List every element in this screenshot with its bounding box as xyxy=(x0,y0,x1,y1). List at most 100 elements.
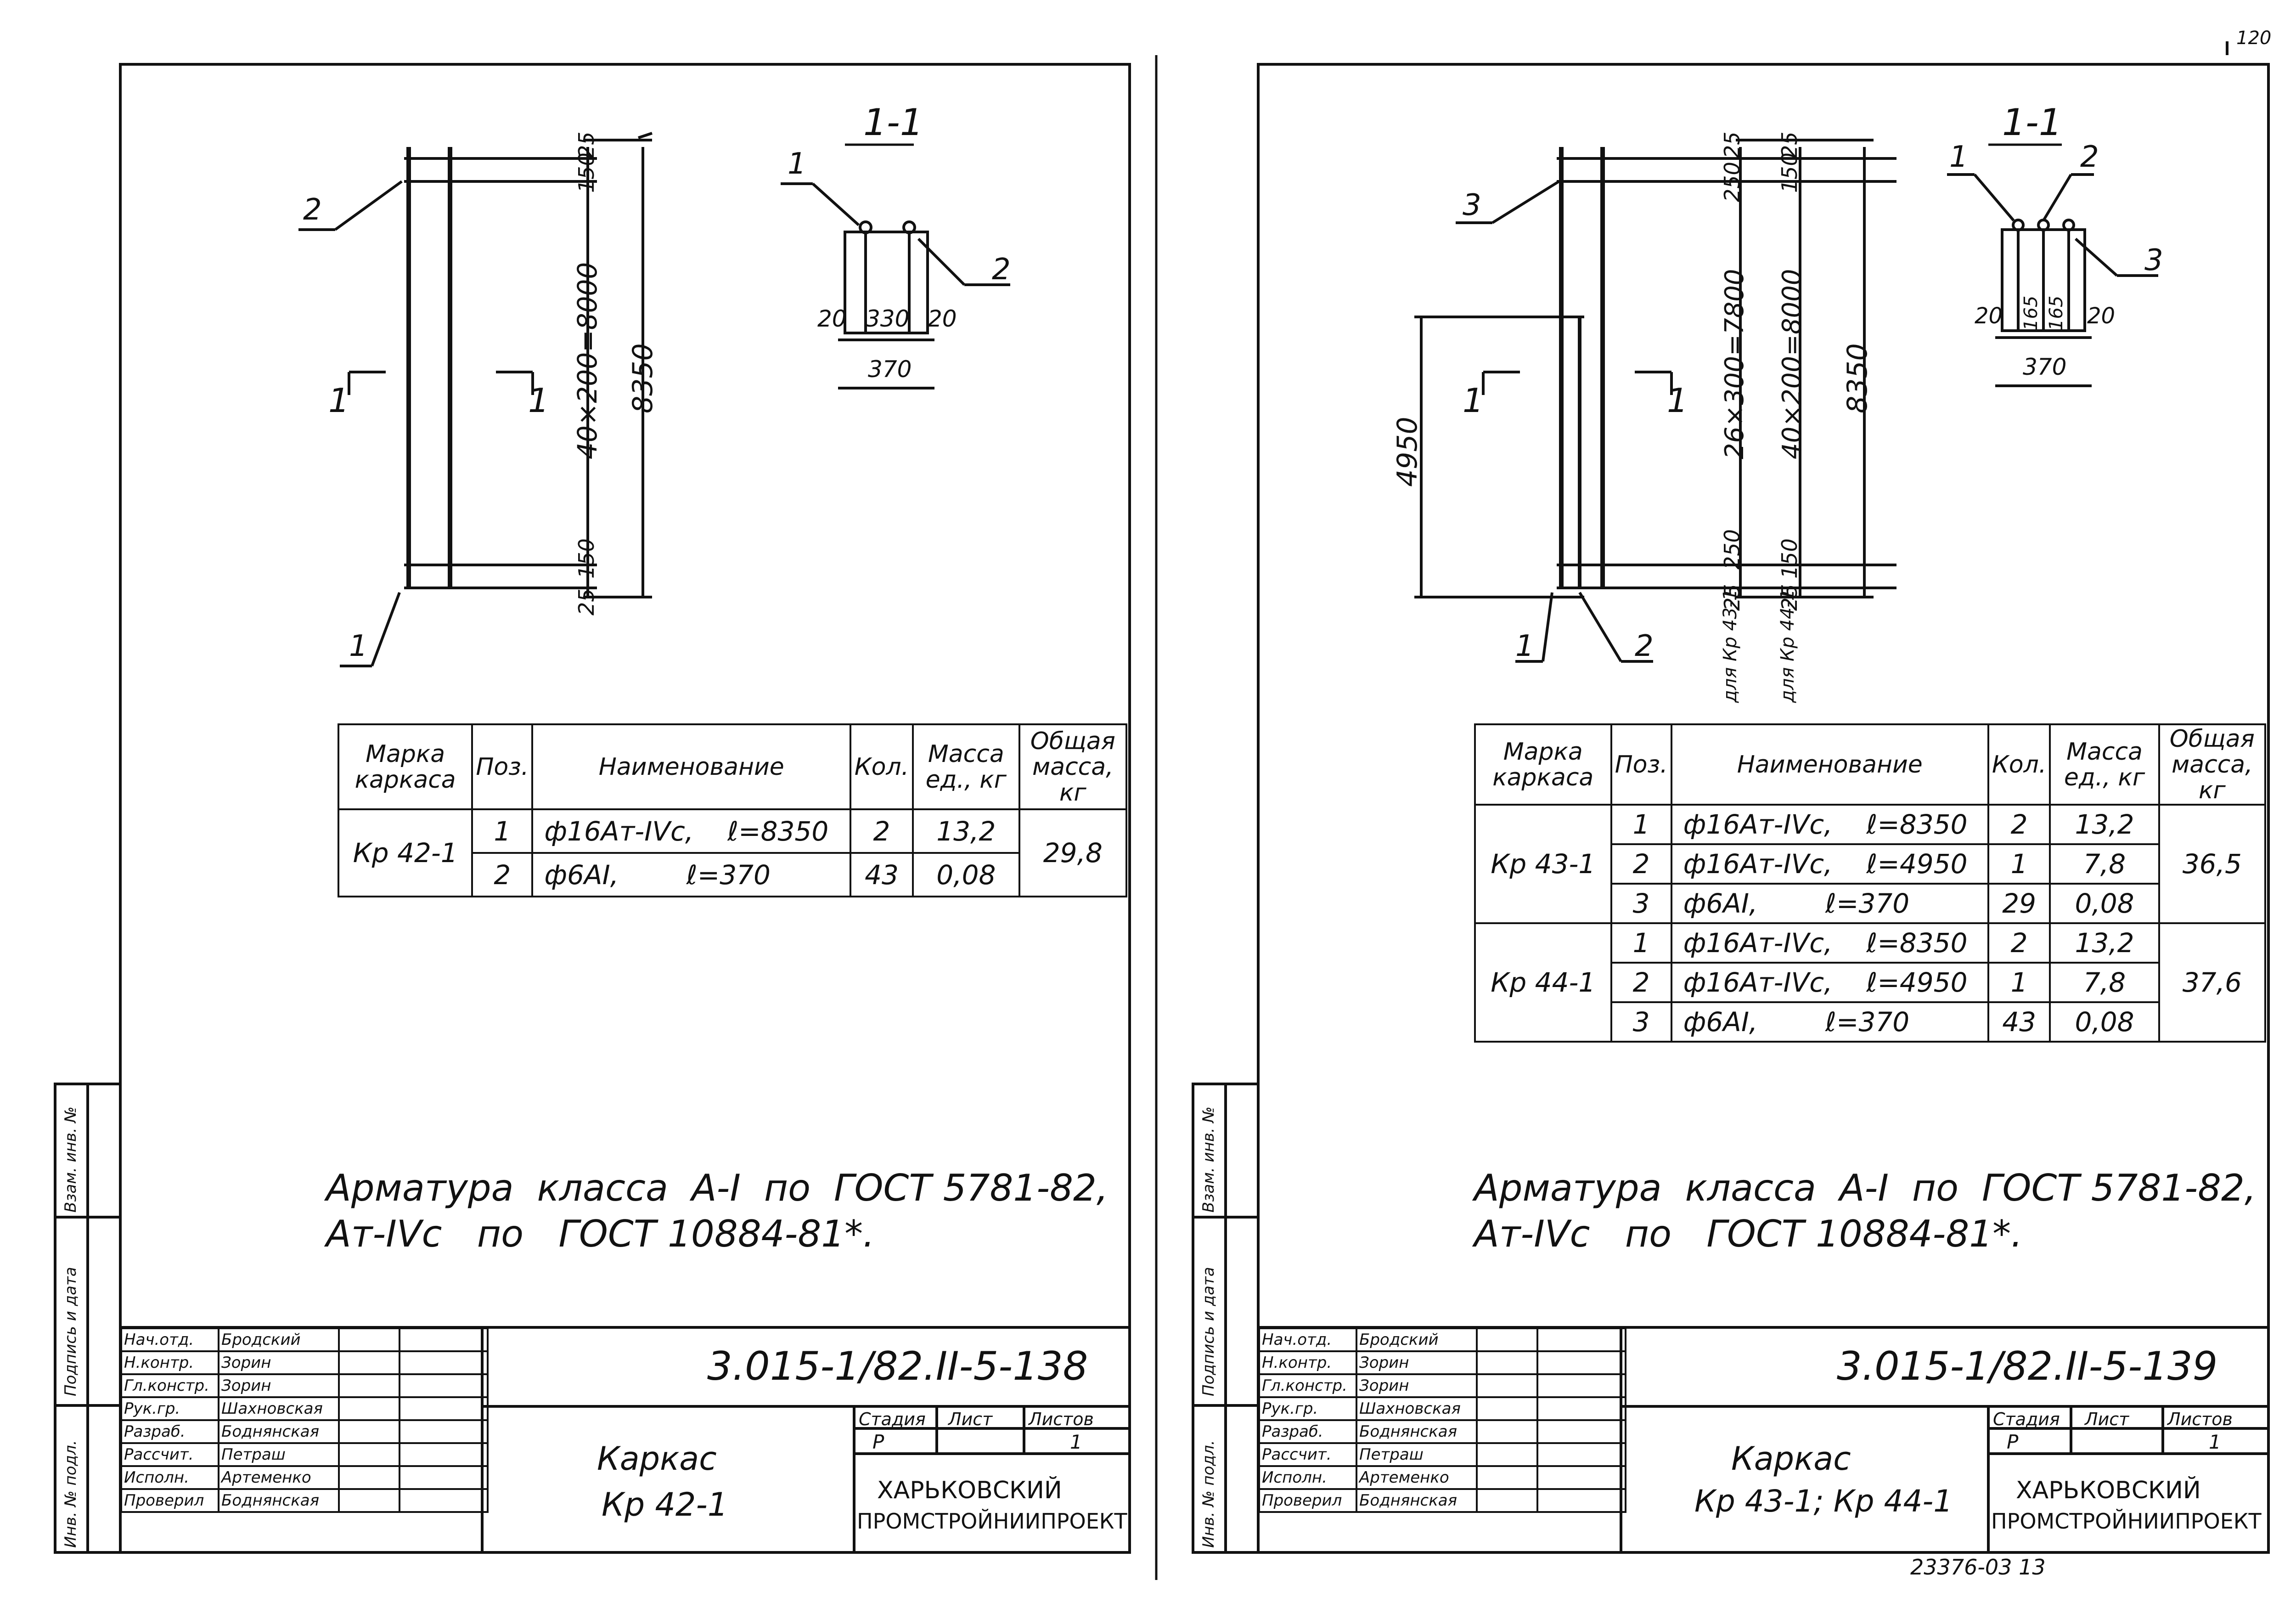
callout-3-section-right: 3 xyxy=(2144,243,2163,277)
cell-qty: 43 xyxy=(1987,1001,2051,1043)
for-label-a: для Кр 43-1 xyxy=(1720,589,1741,703)
th-mass: Масса ед., кг xyxy=(912,723,1020,810)
dim-8350-left: 8350 xyxy=(627,343,659,413)
cell-name: ф16Ат-IVс, ℓ=4950 xyxy=(1670,843,1989,885)
dim-25-bottom-left: 25 xyxy=(574,588,599,615)
staff-role: Проверил xyxy=(120,1488,219,1513)
th-name: Наименование xyxy=(1670,723,1989,806)
cut-mark-left-b: 1 xyxy=(528,381,549,420)
left-sheet-frame xyxy=(119,63,1131,1554)
cell-mark: Кр 44-1 xyxy=(1474,922,1612,1043)
title-line-2-left: Кр 42-1 xyxy=(602,1486,728,1523)
bar-name: ф16Ат-IVс, xyxy=(1683,848,1833,880)
cell-mark: Кр 43-1 xyxy=(1474,804,1612,924)
table-row: 2 ф16Ат-IVс, ℓ=4950 1 7,8 xyxy=(1475,962,2265,1003)
cell-pos: 2 xyxy=(1610,962,1672,1003)
callout-2-left: 2 xyxy=(303,193,322,227)
callout-1-left: 1 xyxy=(349,629,368,663)
cell-pos: 1 xyxy=(1610,804,1672,845)
cell-mass: 0,08 xyxy=(912,852,1020,897)
section-label-left: 1-1 xyxy=(863,101,923,144)
dim-250-top-right: 250 xyxy=(1720,162,1745,202)
cell-mass: 13,2 xyxy=(2049,922,2160,964)
staff-name: Петраш xyxy=(218,1442,340,1467)
org-line-1-right: ХАРЬКОВСКИЙ xyxy=(2016,1477,2201,1504)
bar-length: ℓ=370 xyxy=(1825,888,1910,919)
cell-mass: 7,8 xyxy=(2049,843,2160,885)
staff-role: Рук.гр. xyxy=(1258,1396,1357,1421)
callout-3-right: 3 xyxy=(1463,188,1481,222)
staff-role: Н.контр. xyxy=(120,1350,219,1375)
spec-table-left: Марка каркаса Поз. Наименование Кол. Мас… xyxy=(337,723,1128,897)
bar-length: ℓ=370 xyxy=(1825,1006,1910,1038)
org-line-1-left: ХАРЬКОВСКИЙ xyxy=(877,1477,1062,1504)
stage-header-right: Стадия xyxy=(1993,1409,2060,1429)
cell-name: ф16Ат-IVс, ℓ=8350 xyxy=(531,808,852,854)
sec-dim-20a-right: 20 xyxy=(1975,303,2003,329)
table-row: 3 ф6АI, ℓ=370 29 0,08 xyxy=(1475,883,2265,924)
sec-dim-20b-left: 20 xyxy=(928,305,957,332)
cut-mark-right-a: 1 xyxy=(1463,381,1484,420)
sec-dim-20a-left: 20 xyxy=(817,305,847,332)
sheets-value-left: 1 xyxy=(1070,1431,1082,1453)
cell-pos: 2 xyxy=(471,852,534,897)
staff-name: Зорин xyxy=(1356,1373,1478,1398)
cell-total: 37,6 xyxy=(2158,922,2267,1043)
cut-mark-right-b: 1 xyxy=(1667,381,1688,420)
drawing-code-left: 3.015-1/82.II-5-138 xyxy=(707,1343,1088,1389)
cell-qty: 1 xyxy=(1987,962,2051,1003)
bar-name: ф16Ат-IVс, xyxy=(1683,967,1833,998)
callout-2-section-right: 2 xyxy=(2080,140,2099,174)
right-sheet-frame xyxy=(1257,63,2270,1554)
staff-name: Артеменко xyxy=(1356,1465,1478,1490)
side-vzam-left: Взам. инв. № xyxy=(62,1106,80,1213)
staff-role: Нач.отд. xyxy=(1258,1327,1357,1352)
staff-name: Боднянская xyxy=(218,1419,340,1444)
staff-name: Зорин xyxy=(218,1350,340,1375)
drawing-code-right: 3.015-1/82.II-5-139 xyxy=(1837,1343,2218,1389)
bar-length: ℓ=370 xyxy=(686,859,771,891)
cell-name: ф6АI, ℓ=370 xyxy=(531,852,852,897)
cell-name: ф16Ат-IVс, ℓ=8350 xyxy=(1670,922,1989,964)
staff-role: Нач.отд. xyxy=(120,1327,219,1352)
bar-name: ф16Ат-IVс, xyxy=(544,815,694,847)
sheets-header-left: Листов xyxy=(1029,1409,1094,1429)
staff-role: Исполн. xyxy=(120,1465,219,1490)
th-qty: Кол. xyxy=(850,723,914,810)
staff-name: Зорин xyxy=(1356,1350,1478,1375)
bar-name: ф6АI, xyxy=(1683,888,1758,919)
bar-name: ф16Ат-IVс, xyxy=(1683,809,1833,840)
bar-length: ℓ=8350 xyxy=(1866,927,1968,959)
th-pos: Поз. xyxy=(1610,723,1672,806)
staff-table-left: Нач.отд.Бродский Н.контр.Зорин Гл.констр… xyxy=(120,1327,489,1513)
stage-header-left: Стадия xyxy=(859,1409,926,1429)
dim-150-top-left: 150 xyxy=(574,152,599,193)
bar-length: ℓ=8350 xyxy=(1866,809,1968,840)
staff-role: Н.контр. xyxy=(1258,1350,1357,1375)
sec-dim-165b-right: 165 xyxy=(2046,295,2067,331)
note-line-1-right: Арматура класса А-I по ГОСТ 5781-82, xyxy=(1474,1167,2257,1209)
stage-value-left: Р xyxy=(872,1431,884,1453)
table-row: 2 ф16Ат-IVс, ℓ=4950 1 7,8 xyxy=(1475,843,2265,885)
side-vzam-right: Взам. инв. № xyxy=(1199,1106,1218,1213)
cell-mass: 7,8 xyxy=(2049,962,2160,1003)
sec-dim-330-left: 330 xyxy=(866,305,910,332)
title-line-2-right: Кр 43-1; Кр 44-1 xyxy=(1694,1484,1953,1519)
staff-role: Разраб. xyxy=(120,1419,219,1444)
side-podpis-left: Подпись и дата xyxy=(62,1267,80,1396)
dim-8000-right: 40×200=8000 xyxy=(1777,269,1807,459)
cell-name: ф16Ат-IVс, ℓ=8350 xyxy=(1670,804,1989,845)
title-line-1-right: Каркас xyxy=(1731,1440,1851,1478)
sheet-header-left: Лист xyxy=(948,1409,993,1429)
sec-dim-20b-right: 20 xyxy=(2087,303,2116,329)
dim-7800-right: 26×300=7800 xyxy=(1720,269,1750,459)
bar-name: ф6АI, xyxy=(544,859,619,891)
bar-length: ℓ=8350 xyxy=(727,815,829,847)
cell-mass: 0,08 xyxy=(2049,1001,2160,1043)
note-line-2-right: Ат-IVс по ГОСТ 10884-81*. xyxy=(1474,1213,2023,1255)
note-line-1-left: Арматура класса А-I по ГОСТ 5781-82, xyxy=(326,1167,1109,1209)
bar-length: ℓ=4950 xyxy=(1866,848,1968,880)
bar-length: ℓ=4950 xyxy=(1866,967,1968,998)
sec-dim-370-right: 370 xyxy=(2023,354,2067,380)
sheet-header-right: Лист xyxy=(2085,1409,2129,1429)
